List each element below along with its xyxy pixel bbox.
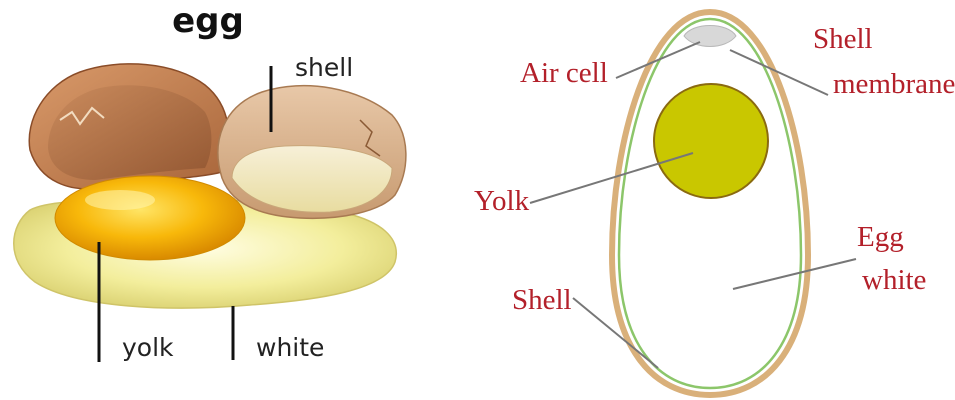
left-shell-half <box>29 64 229 189</box>
diagram-yolk <box>654 84 768 198</box>
egg-diagram: Air cell Shell membrane Yolk Egg white S… <box>474 12 955 395</box>
photo-title: egg <box>172 1 244 41</box>
white-label: white <box>256 333 324 362</box>
shell-label: shell <box>295 53 353 82</box>
egg-white-label-line2: white <box>862 264 926 296</box>
shell-membrane-label-line1: Shell <box>813 23 873 55</box>
shell-membrane-label-line2: membrane <box>833 68 955 100</box>
egg-yolk <box>55 176 245 260</box>
egg-white-label-line1: Egg <box>857 221 904 253</box>
air-cell-label: Air cell <box>520 57 608 89</box>
yolk-label-diagram: Yolk <box>474 185 530 217</box>
egg-photo: egg shell yolk white <box>14 1 406 362</box>
yolk-label: yolk <box>122 333 174 362</box>
right-shell-half <box>218 86 406 219</box>
shell-label-diagram: Shell <box>512 284 572 316</box>
